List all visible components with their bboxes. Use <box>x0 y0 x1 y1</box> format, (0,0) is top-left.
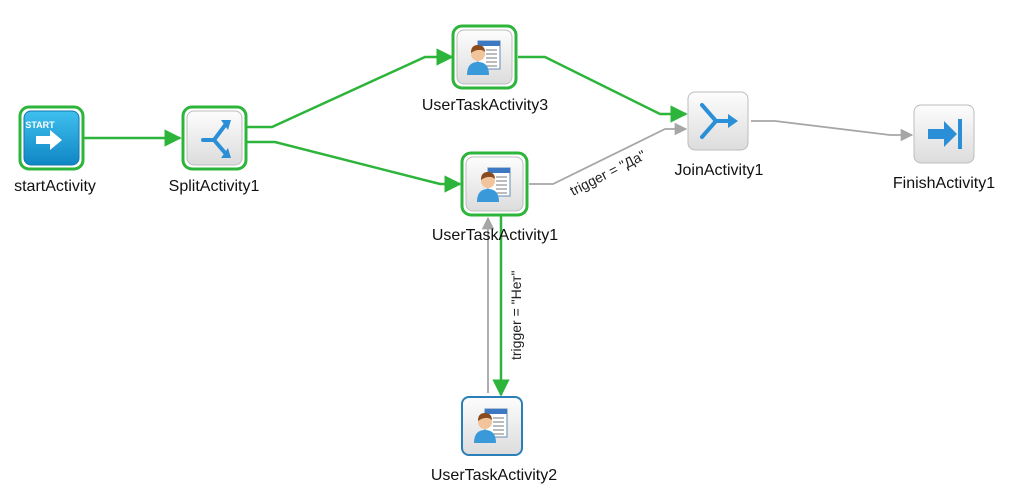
edge-split-to-task1[interactable] <box>246 140 462 193</box>
node-user-task-3[interactable] <box>451 24 518 90</box>
node-label-finish: FinishActivity1 <box>893 175 995 192</box>
node-user-task-1[interactable] <box>460 151 529 217</box>
edge-split-to-task3[interactable] <box>246 48 454 129</box>
node-user-task-2[interactable] <box>461 396 523 456</box>
edge-task1-to-join[interactable] <box>529 122 688 185</box>
split-arrows-icon <box>201 120 231 158</box>
node-label-task1: UserTaskActivity1 <box>432 227 558 244</box>
node-join-activity[interactable] <box>687 91 749 151</box>
node-start-activity[interactable]: START <box>18 105 85 171</box>
edge-label-no: trigger = "Нет" <box>508 271 524 360</box>
finish-arrow-icon <box>928 119 962 149</box>
node-label-task3: UserTaskActivity3 <box>422 97 548 114</box>
node-label-join: JoinActivity1 <box>675 162 764 179</box>
edge-join-to-finish[interactable] <box>751 120 914 142</box>
node-label-task2: UserTaskActivity2 <box>431 467 557 484</box>
edge-label-yes: trigger = "Да" <box>567 147 648 199</box>
node-split-activity[interactable] <box>181 105 248 171</box>
node-finish-activity[interactable] <box>913 104 975 164</box>
node-label-split: SplitActivity1 <box>169 178 260 195</box>
edge-task3-to-join[interactable] <box>518 55 688 123</box>
node-label-start: startActivity <box>14 178 96 195</box>
start-arrow-icon: START <box>23 110 80 166</box>
start-badge: START <box>25 120 55 130</box>
join-arrows-icon <box>700 103 738 139</box>
